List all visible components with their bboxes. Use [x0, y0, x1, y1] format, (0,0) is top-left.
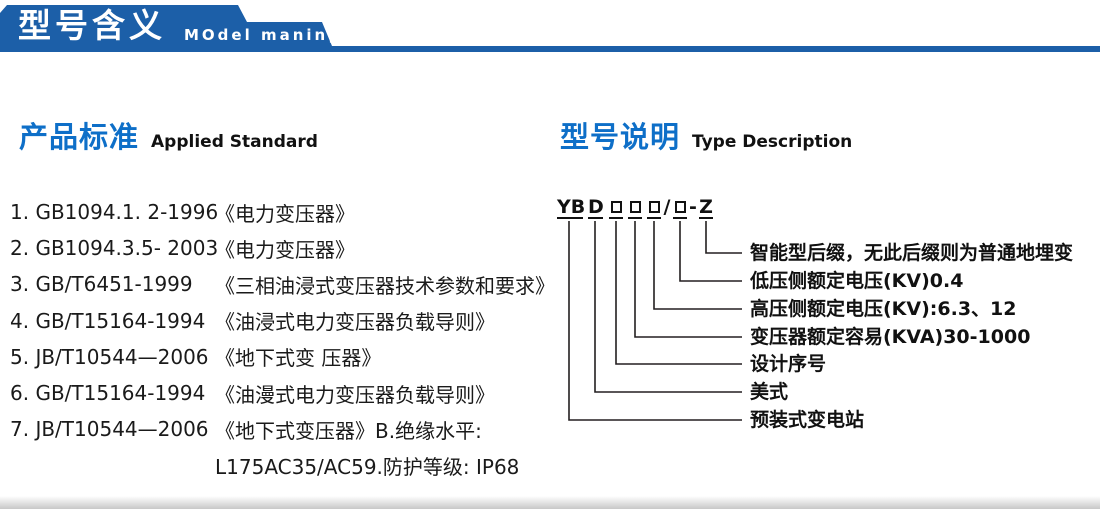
- page-subtitle: MOdel maning: [184, 26, 342, 44]
- code-text-segment: Z: [699, 196, 713, 219]
- standard-title: L175AC35/AC59.防护等级: IP68: [215, 454, 520, 479]
- code-text-segment: D: [588, 196, 604, 219]
- code-box-segment: [673, 197, 687, 219]
- standard-title: 《油浸式电力变压器负载导则》: [215, 310, 495, 335]
- connector-line: [594, 221, 742, 393]
- standard-list-item: 2. GB1094.3.5- 2003《电力变压器》: [10, 230, 555, 266]
- section-title-en: Applied Standard: [151, 132, 318, 152]
- standard-code: 2. GB1094.3.5- 2003: [10, 236, 219, 261]
- code-text-segment: YB: [557, 196, 586, 219]
- standard-list-item: 4. GB/T15164-1994 《油浸式电力变压器负载导则》: [10, 303, 555, 339]
- standard-list-item: 5. JB/T10544—2006《地下式变 压器》: [10, 339, 555, 375]
- open-square-glyph: [648, 201, 660, 213]
- open-square-glyph: [674, 201, 686, 213]
- connector-line: [679, 221, 742, 282]
- standard-title: 《三相油浸式变压器技术参数和要求》: [215, 273, 555, 298]
- standard-title: 《电力变压器》: [215, 237, 355, 262]
- connector-line: [634, 221, 742, 338]
- diagram-label: 高压侧额定电压(KV):6.3、12: [750, 298, 1017, 320]
- code-box-segment: [609, 197, 623, 219]
- diagram-label: 美式: [750, 381, 789, 403]
- banner-shape: [0, 5, 1100, 52]
- code-box-segment: [647, 197, 661, 219]
- diagram-label: 低压侧额定电压(KV)0.4: [750, 270, 964, 292]
- section-title-en: Type Description: [692, 132, 853, 152]
- code-text-segment: -: [689, 196, 697, 218]
- bottom-gradient-band: [0, 496, 1100, 509]
- diagram-label: 预装式变电站: [750, 409, 865, 431]
- section-title-zh: 产品标准: [19, 120, 140, 154]
- banner-polygon: [0, 5, 1100, 52]
- standard-title: 《地下式变 压器》: [215, 346, 382, 371]
- standards-list: 1. GB1094.1. 2-1996《电力变压器》2. GB1094.3.5-…: [10, 194, 555, 484]
- section-title-zh: 型号说明: [560, 120, 681, 154]
- standard-code: 4. GB/T15164-1994: [10, 308, 206, 333]
- standard-list-item: 1. GB1094.1. 2-1996《电力变压器》: [10, 194, 555, 230]
- diagram-label: 设计序号: [750, 353, 827, 375]
- standard-code: 6. GB/T15164-1994: [10, 381, 206, 406]
- connector-line: [705, 221, 742, 254]
- standard-title: 《电力变压器》: [215, 201, 355, 226]
- standard-code: 1. GB1094.1. 2-1996: [10, 200, 219, 225]
- diagram-label: 智能型后缀，无此后缀则为普通地埋变: [750, 242, 1074, 264]
- standard-title: 《油漫式电力变压器负载导则》: [215, 382, 495, 407]
- standard-code: 7. JB/T10544—2006: [10, 417, 209, 442]
- open-square-glyph: [610, 201, 622, 213]
- page-title: 型号含义: [18, 6, 166, 45]
- standard-code: 3. GB/T6451-1999: [10, 272, 193, 297]
- open-square-glyph: [629, 201, 641, 213]
- code-box-segment: [628, 197, 642, 219]
- standard-code: 5. JB/T10544—2006: [10, 344, 209, 369]
- code-text-segment: /: [663, 196, 671, 218]
- connector-line: [615, 221, 742, 365]
- connector-line: [568, 221, 742, 421]
- standard-list-item: 6. GB/T15164-1994 《油漫式电力变压器负载导则》: [10, 375, 555, 411]
- section-header-type-description: 型号说明 Type Description: [560, 114, 852, 156]
- connector-line: [653, 221, 742, 310]
- standard-list-item: 3. GB/T6451-1999 《三相油浸式变压器技术参数和要求》: [10, 266, 555, 302]
- diagram-connector-lines: [568, 221, 742, 421]
- standard-list-item: 7. JB/T10544—2006《地下式变压器》B.绝缘水平:: [10, 411, 555, 447]
- standard-title: 《地下式变压器》B.绝缘水平:: [215, 418, 482, 443]
- standard-list-item: L175AC35/AC59.防护等级: IP68: [10, 447, 555, 483]
- section-header-applied-standard: 产品标准 Applied Standard: [19, 114, 318, 156]
- diagram-label: 变压器额定容易(KVA)30-1000: [750, 326, 1031, 348]
- header-banner: 型号含义 MOdel maning: [0, 0, 1100, 52]
